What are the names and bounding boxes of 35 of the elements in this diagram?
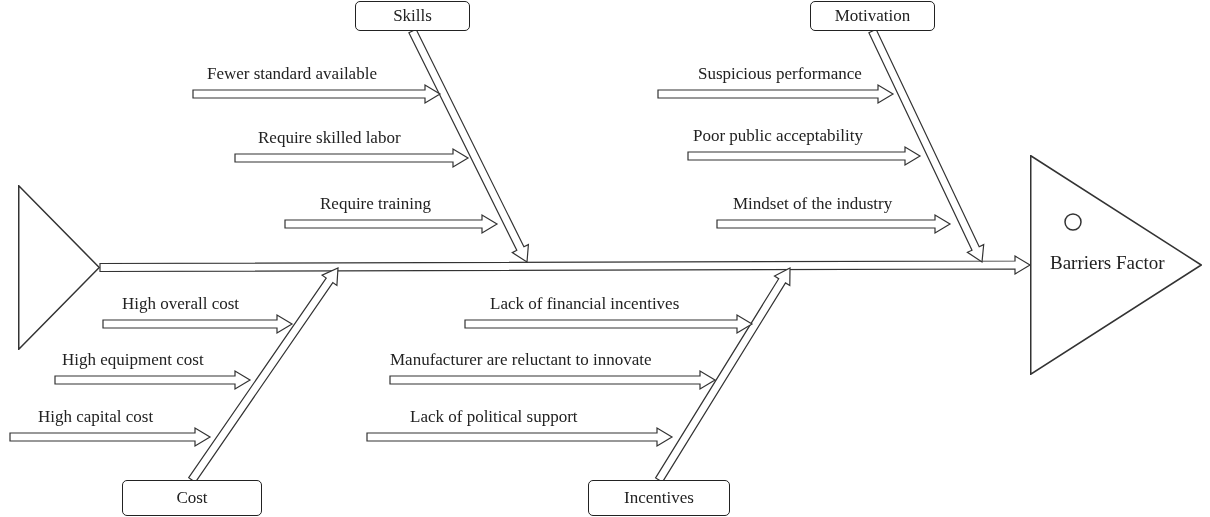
cause-label: Lack of financial incentives (490, 294, 680, 314)
category-box: Motivation (810, 1, 935, 31)
arrow (408, 28, 530, 264)
category-box: Incentives (588, 480, 730, 516)
arrow (657, 83, 895, 105)
cause-label: Manufacturer are reluctant to innovate (390, 350, 652, 370)
arrow (868, 28, 985, 264)
cause-label: Poor public acceptability (693, 126, 863, 146)
arrow (389, 369, 717, 391)
cause-label: High overall cost (122, 294, 240, 314)
arrow (99, 254, 1032, 276)
arrow (234, 147, 470, 169)
cause-label: Lack of political support (410, 407, 578, 427)
cause-label: Require training (320, 194, 431, 214)
fish-head-triangle (1030, 155, 1202, 375)
effect-label: Barriers Factor (1050, 253, 1165, 273)
cause-label: High equipment cost (62, 350, 204, 370)
arrow (654, 267, 791, 483)
cause-label: Fewer standard available (207, 64, 377, 84)
fish-tail-triangle (18, 185, 100, 350)
arrow (9, 426, 212, 448)
category-box: Skills (355, 1, 470, 31)
arrow (54, 369, 252, 391)
arrow (192, 83, 442, 105)
arrow (716, 213, 952, 235)
cause-label: Suspicious performance (698, 64, 862, 84)
cause-label: High capital cost (38, 407, 154, 427)
category-box: Cost (122, 480, 262, 516)
cause-label: Require skilled labor (258, 128, 401, 148)
arrow (366, 426, 674, 448)
arrow (464, 313, 754, 335)
cause-label: Mindset of the industry (733, 194, 893, 214)
arrow (284, 213, 499, 235)
arrow (687, 145, 922, 167)
arrow (102, 313, 294, 335)
